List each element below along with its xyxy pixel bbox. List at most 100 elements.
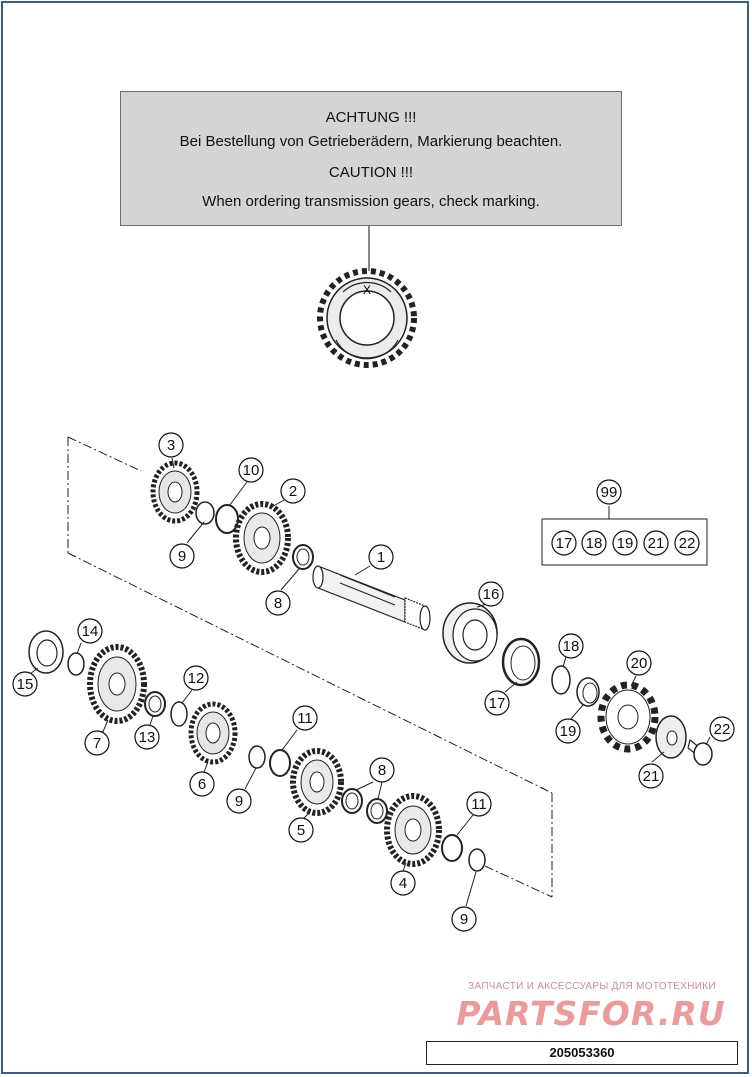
assembly-outline: [67, 436, 553, 898]
parts-illustration: [28, 460, 713, 872]
callout-11-middle: 11: [292, 705, 318, 731]
callout-16: 16: [478, 581, 504, 607]
callout-4: 4: [390, 870, 416, 896]
callouts: 1 2 3 4 5 6 7 8 8 9 9 9 10 11 11 12 13 1…: [12, 432, 735, 932]
callout-15: 15: [12, 671, 38, 697]
svg-text:9: 9: [235, 793, 243, 810]
callout-19: 19: [555, 718, 581, 744]
svg-text:15: 15: [17, 676, 34, 693]
callout-9-middle: 9: [226, 788, 252, 814]
svg-text:8: 8: [378, 762, 386, 779]
drawing-number: 205053360: [426, 1041, 738, 1065]
part-18-o-ring: [551, 665, 571, 695]
callout-10: 10: [238, 457, 264, 483]
callout-18: 18: [558, 633, 584, 659]
svg-text:12: 12: [188, 670, 205, 687]
part-17-seal: [501, 637, 541, 687]
svg-text:20: 20: [631, 655, 648, 672]
notice-title-de: ACHTUNG !!!: [325, 109, 417, 126]
kit-item-21: 21: [643, 530, 669, 556]
callout-9-bottom: 9: [451, 906, 477, 932]
svg-text:19: 19: [617, 535, 634, 552]
svg-text:9: 9: [460, 911, 468, 928]
gear-mark-x: X: [363, 283, 371, 297]
callout-3: 3: [158, 432, 184, 458]
part-9-circlip-top: [195, 501, 215, 525]
svg-text:9: 9: [178, 548, 186, 565]
notice-title-en: CAUTION !!!: [328, 164, 414, 181]
svg-text:16: 16: [483, 586, 500, 603]
callout-8-top: 8: [265, 590, 291, 616]
kit-item-19: 19: [612, 530, 638, 556]
svg-text:21: 21: [648, 535, 665, 552]
svg-text:18: 18: [563, 638, 580, 655]
callout-5: 5: [288, 817, 314, 843]
callout-13: 13: [134, 724, 160, 750]
part-21-washer: [655, 715, 687, 759]
part-11-washer-middle: [269, 749, 291, 777]
part-3-gear: [150, 460, 200, 524]
part-9-circlip-bottom: [468, 848, 486, 872]
part-15-bearing: [28, 630, 64, 674]
callout-21: 21: [638, 763, 664, 789]
callout-22: 22: [709, 716, 735, 742]
callout-17: 17: [484, 690, 510, 716]
watermark-tagline: ЗАПЧАСТИ И АКСЕССУАРЫ ДЛЯ МОТОТЕХНИКИ: [468, 981, 716, 992]
part-16-bearing: [442, 602, 498, 664]
part-13-bushing: [144, 691, 166, 717]
svg-text:19: 19: [560, 723, 577, 740]
svg-text:8: 8: [274, 595, 282, 612]
svg-text:11: 11: [297, 710, 313, 727]
svg-text:10: 10: [243, 462, 260, 479]
svg-text:1: 1: [377, 549, 385, 566]
svg-text:6: 6: [198, 776, 206, 793]
kit-item-22: 22: [674, 530, 700, 556]
notice-text-en: When ordering transmission gears, check …: [202, 193, 540, 210]
svg-text:4: 4: [399, 875, 407, 892]
part-11-washer-bottom: [441, 834, 463, 862]
svg-text:21: 21: [643, 768, 660, 785]
part-2-gear: [233, 501, 291, 575]
kit-item-18: 18: [581, 530, 607, 556]
svg-text:18: 18: [586, 535, 603, 552]
svg-text:22: 22: [714, 721, 731, 738]
part-7-gear: [87, 644, 147, 724]
svg-text:13: 13: [139, 729, 156, 746]
callout-14: 14: [77, 618, 103, 644]
svg-text:3: 3: [167, 437, 175, 454]
svg-text:17: 17: [489, 695, 506, 712]
part-14-washer: [67, 652, 85, 676]
svg-text:22: 22: [679, 535, 696, 552]
part-5-gear: [290, 748, 344, 816]
callout-20: 20: [626, 650, 652, 676]
notice-text-de: Bei Bestellung von Getrieberädern, Marki…: [179, 133, 563, 150]
svg-text:11: 11: [471, 796, 487, 813]
callout-8-bottom: 8: [369, 757, 395, 783]
callout-12: 12: [183, 665, 209, 691]
callout-11-bottom: 11: [466, 791, 492, 817]
part-19-spacer: [576, 677, 600, 707]
svg-text:99: 99: [601, 484, 618, 501]
part-12-washer: [170, 701, 188, 727]
svg-text:14: 14: [82, 623, 99, 640]
leader-lines: [29, 457, 711, 907]
marked-gear-illustration: X: [317, 268, 417, 368]
watermark-logo: PARTSFOR.RU: [456, 994, 726, 1033]
callout-2: 2: [280, 478, 306, 504]
part-9-circlip-middle: [248, 745, 266, 769]
part-4-gear: [384, 793, 442, 867]
caution-notice: ACHTUNG !!! Bei Bestellung von Getrieber…: [120, 91, 622, 226]
callout-6: 6: [189, 771, 215, 797]
callout-1: 1: [368, 544, 394, 570]
callout-99: 99: [596, 479, 622, 505]
svg-text:7: 7: [93, 735, 101, 752]
svg-text:2: 2: [289, 483, 297, 500]
part-8-bushing-top: [292, 544, 314, 570]
part-8-bushings-pair: [341, 788, 388, 824]
part-1-shaft: [312, 565, 431, 631]
part-20-sprocket: [597, 681, 659, 753]
callout-9-top: 9: [169, 543, 195, 569]
kit-item-17: 17: [551, 530, 577, 556]
part-22-bolt: [687, 738, 713, 766]
